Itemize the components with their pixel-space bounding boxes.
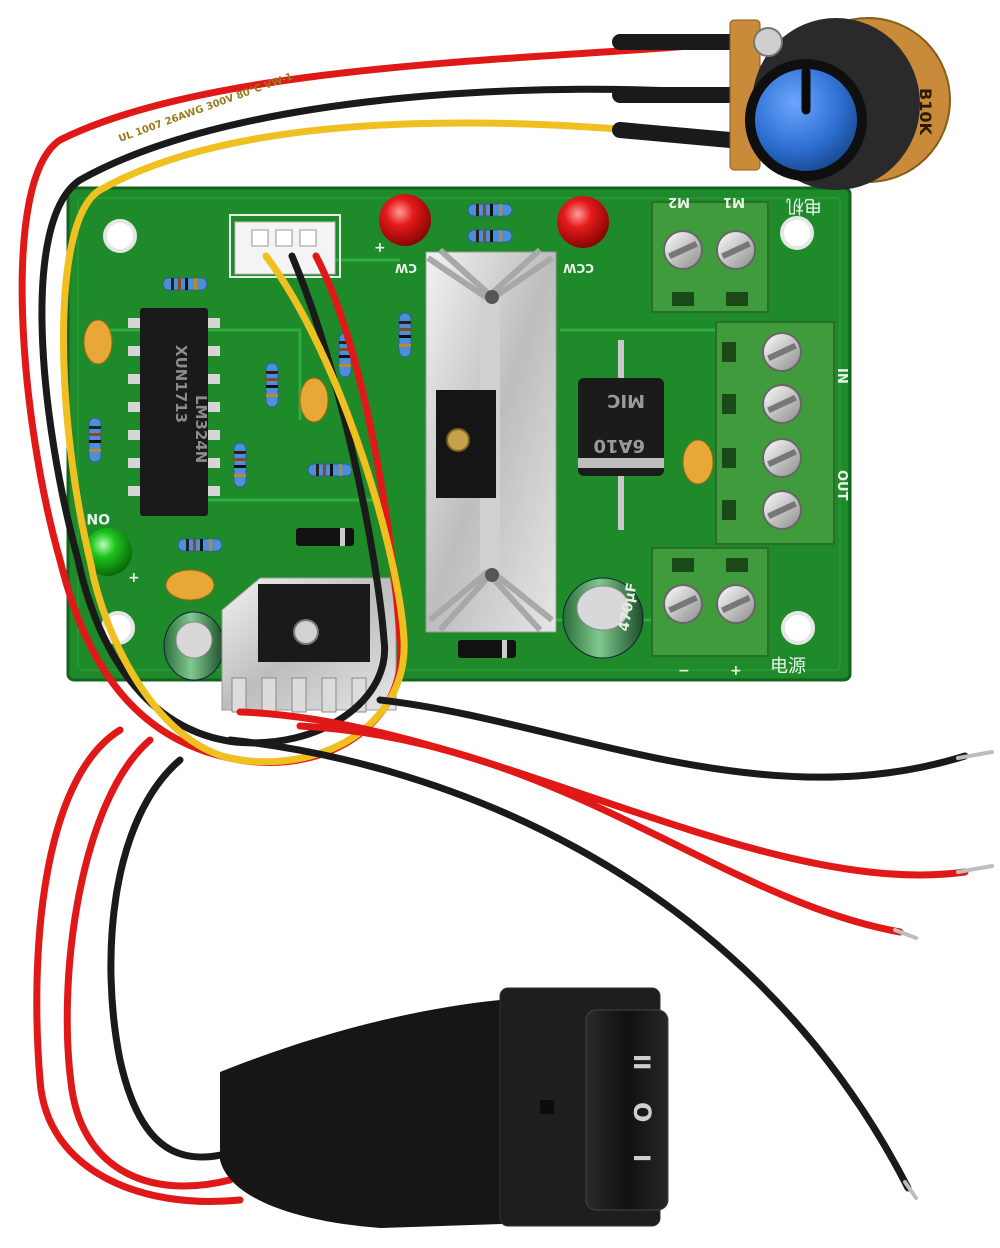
small-diodes [296,528,516,658]
terminal-power: − + 电源 [651,547,806,679]
svg-text:M2: M2 [668,194,690,209]
svg-text:LM324N: LM324N [192,395,210,463]
svg-text:电源: 电源 [770,656,806,677]
svg-text:O: O [628,1102,656,1122]
ceramic-capacitors [83,319,714,601]
svg-text:+: + [128,570,140,586]
terminal-motor: M2 M1 电机 [651,194,822,313]
rectifier-diode: MIC 6A10 [578,340,664,530]
terminal-in-out: IN OUT [715,321,849,545]
svg-text:I: I [628,1154,653,1162]
svg-text:MIC: MIC [607,390,645,411]
voltage-regulator [221,577,397,713]
svg-text:CCW: CCW [563,261,594,275]
heatsink-main [425,247,557,633]
svg-text:+: + [374,240,386,256]
svg-text:II: II [628,1054,653,1070]
rocker-button[interactable] [585,1009,669,1211]
electrolytic-cap-small [163,611,225,681]
pot-connector [229,214,341,278]
led-cw: CW + [374,194,431,275]
mount-hole-br [781,611,815,645]
svg-text:M1: M1 [723,194,745,209]
svg-text:−: − [678,663,690,679]
svg-text:电机: 电机 [786,195,822,216]
svg-text:CW: CW [395,261,417,275]
mount-hole-tr [780,216,814,250]
output-wires [33,696,994,1205]
svg-text:OUT: OUT [834,470,849,501]
svg-text:XUN1713: XUN1713 [172,345,190,423]
pot-wires [18,34,739,766]
mount-hole-tl [103,219,137,253]
svg-text:ON: ON [86,510,110,526]
rocker-switch[interactable]: II O I [220,987,669,1228]
svg-text:IN: IN [834,368,849,384]
led-ccw: CCW [557,196,609,275]
svg-text:B10K: B10K [916,88,935,135]
svg-text:+: + [730,663,742,679]
potentiometer[interactable]: B10K [729,17,951,190]
pot-knob[interactable] [745,59,867,181]
ic-lm324: XUN1713 LM324N [128,308,220,516]
svg-text:6A10: 6A10 [593,435,645,456]
led-power: ON + [84,510,140,586]
electrolytic-cap-large: 470µF [562,577,644,659]
